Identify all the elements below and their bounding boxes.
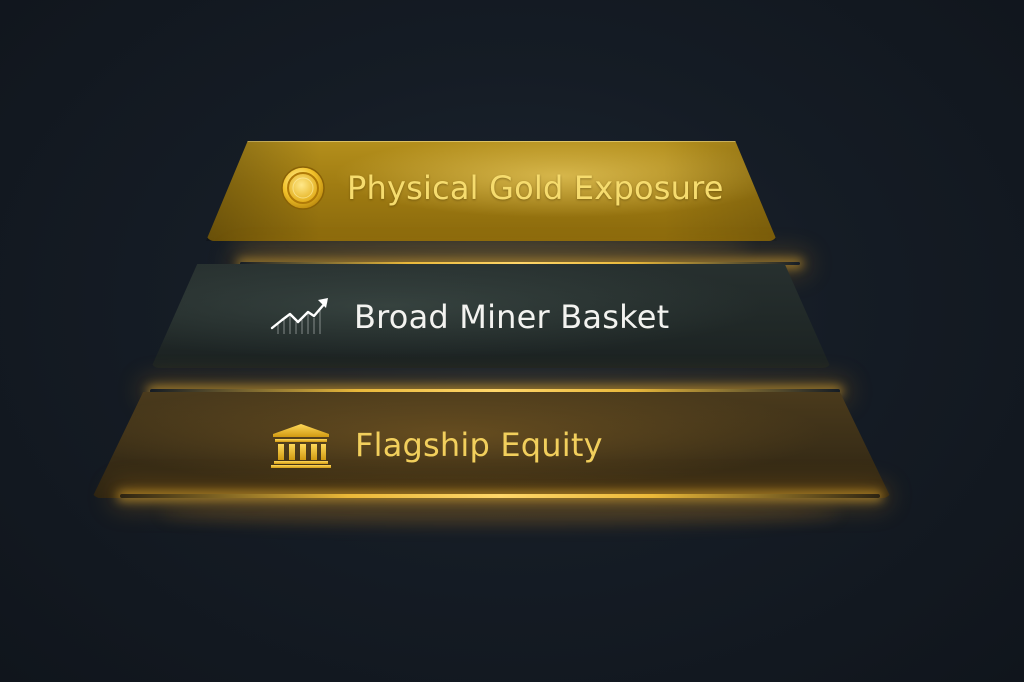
tier-broad-miner	[151, 264, 831, 368]
tier-flagship-equity	[92, 392, 891, 498]
tier-row-broad-miner: Broad Miner Basket	[268, 294, 669, 340]
glow-line-middle	[150, 389, 840, 393]
top-tier-underglow	[230, 236, 750, 256]
tier-label-flagship-equity: Flagship Equity	[355, 426, 603, 464]
tier-row-physical-gold: Physical Gold Exposure	[279, 165, 724, 211]
tier-row-flagship-equity: Flagship Equity	[269, 421, 603, 469]
tier-label-broad-miner: Broad Miner Basket	[354, 298, 670, 336]
glow-line-bottom	[120, 494, 880, 498]
trend-chart-icon	[268, 294, 332, 340]
bank-building-icon	[269, 422, 333, 468]
bottom-tier-underglow	[160, 500, 840, 526]
coin-icon	[279, 164, 327, 212]
glow-line-top	[240, 262, 800, 265]
tier-label-physical-gold: Physical Gold Exposure	[347, 169, 724, 207]
